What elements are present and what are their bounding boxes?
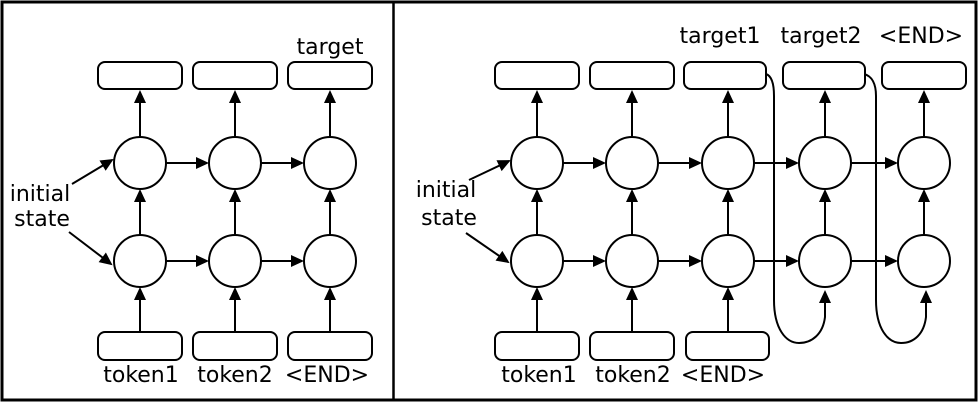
right-end-input-label: <END> xyxy=(680,363,766,388)
left-initial-state-label-line2: state xyxy=(14,207,70,232)
left-panel xyxy=(68,61,373,361)
right-cell-node-bottom-5 xyxy=(897,234,951,288)
right-output-box-2 xyxy=(589,61,675,90)
right-target2-label: target2 xyxy=(780,24,862,49)
right-input-box-1 xyxy=(494,331,580,361)
right-cell-node-bottom-3 xyxy=(701,234,755,288)
left-cell-node-top-1 xyxy=(113,136,167,190)
left-output-box-2 xyxy=(192,61,278,90)
right-cell-node-top-2 xyxy=(605,136,659,190)
left-initial-state-label-line1: initial xyxy=(9,182,71,207)
left-cell-node-bottom-3 xyxy=(303,234,357,288)
left-input-box-3 xyxy=(287,331,373,361)
left-output-box-1 xyxy=(97,61,183,90)
right-initial-state-arrow-bottom xyxy=(465,232,510,264)
right-cell-node-top-1 xyxy=(510,136,564,190)
right-panel xyxy=(465,61,967,361)
left-token2-label: token2 xyxy=(197,363,273,388)
right-input-box-3 xyxy=(685,331,770,361)
right-initial-state-label-line1: initial xyxy=(415,178,477,203)
figure-border xyxy=(0,0,978,402)
left-cell-node-top-3 xyxy=(303,136,357,190)
right-end-output-label: <END> xyxy=(878,24,964,49)
right-cell-node-bottom-1 xyxy=(510,234,564,288)
right-output-box-4 xyxy=(782,61,866,90)
left-end-token-label: <END> xyxy=(284,363,370,388)
right-target1-label: target1 xyxy=(679,24,761,49)
left-token1-label: token1 xyxy=(103,363,179,388)
right-output-box-3 xyxy=(683,61,767,90)
right-cell-node-top-3 xyxy=(701,136,755,190)
right-feedback-curve-1 xyxy=(765,73,831,345)
right-output-box-1 xyxy=(494,61,580,90)
right-cell-node-bottom-4 xyxy=(798,234,852,288)
right-cell-node-top-5 xyxy=(897,136,951,190)
left-input-box-1 xyxy=(97,331,183,361)
right-feedback-curve-2 xyxy=(863,73,932,345)
right-token2-label: token2 xyxy=(595,363,671,388)
left-input-box-2 xyxy=(192,331,278,361)
left-initial-state-arrow-bottom xyxy=(68,231,113,266)
left-cell-node-bottom-1 xyxy=(113,234,167,288)
right-output-box-5 xyxy=(881,61,967,90)
left-output-box-3 xyxy=(287,61,373,90)
right-input-box-2 xyxy=(589,331,675,361)
right-initial-state-arrow-top xyxy=(468,160,511,181)
left-cell-node-bottom-2 xyxy=(208,234,262,288)
right-cell-node-top-4 xyxy=(798,136,852,190)
right-token1-label: token1 xyxy=(501,363,577,388)
left-cell-node-top-2 xyxy=(208,136,262,190)
right-initial-state-label-line2: state xyxy=(421,206,477,231)
left-target-label: target xyxy=(296,35,364,60)
right-cell-node-bottom-2 xyxy=(605,234,659,288)
left-initial-state-arrow-top xyxy=(71,158,114,185)
